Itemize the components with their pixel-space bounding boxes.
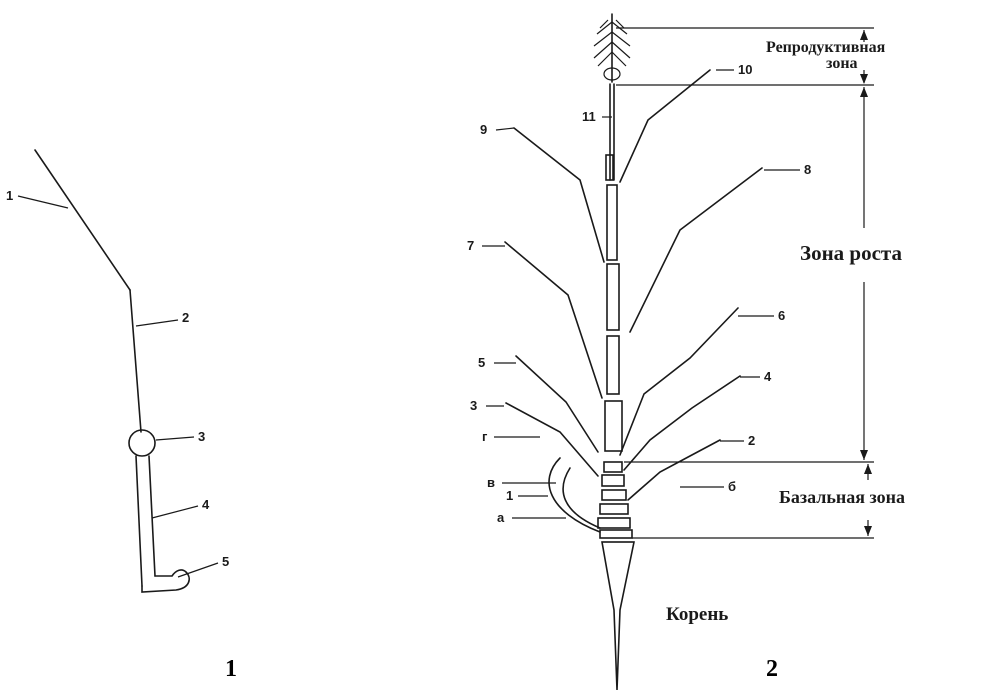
figure-1-caption: 1 bbox=[225, 656, 237, 682]
tube-right bbox=[149, 456, 155, 576]
leaf-blade bbox=[35, 150, 130, 290]
fig2-label-a: а bbox=[497, 510, 505, 525]
figure-2-caption: 2 bbox=[766, 656, 778, 682]
ear-spike bbox=[594, 14, 630, 82]
fig1-label-2: 2 bbox=[182, 310, 189, 325]
leader-1 bbox=[18, 196, 68, 208]
fig2-label-5: 5 bbox=[478, 355, 485, 370]
fig2-label-6: 6 bbox=[778, 308, 785, 323]
fig2-label-8: 8 bbox=[804, 162, 811, 177]
zone-root: Корень bbox=[666, 604, 728, 625]
fig1-label-3: 3 bbox=[198, 429, 205, 444]
fig2-label-g: г bbox=[482, 429, 488, 444]
leader-2 bbox=[136, 320, 178, 326]
fig2-label-1: 1 bbox=[506, 488, 513, 503]
fig2-label-10: 10 bbox=[738, 62, 752, 77]
fig2-label-11: 11 bbox=[582, 109, 596, 124]
tube-left bbox=[136, 456, 142, 586]
leaf-9 bbox=[514, 128, 604, 262]
figure-1-seedling: 1 2 3 4 5 bbox=[6, 150, 229, 592]
leaf-6 bbox=[620, 308, 738, 455]
leaf-4 bbox=[624, 376, 740, 470]
leader-3 bbox=[156, 437, 194, 440]
fig2-label-7: 7 bbox=[467, 238, 474, 253]
node-circle bbox=[129, 430, 155, 456]
seed-foot bbox=[142, 570, 189, 592]
zone-reproductive-line1: Репродуктивная bbox=[766, 39, 886, 56]
root-cone bbox=[602, 542, 634, 690]
fig2-label-4: 4 bbox=[764, 369, 772, 384]
fig2-label-3: 3 bbox=[470, 398, 477, 413]
zone-reproductive-line2: зона bbox=[826, 55, 858, 72]
stem bbox=[130, 290, 141, 432]
leaf-10 bbox=[620, 70, 710, 182]
fig1-label-1: 1 bbox=[6, 188, 13, 203]
figure-2-plant: 11 10 9 8 7 6 5 4 3 2 1 г в б а bbox=[467, 14, 905, 690]
leader-4 bbox=[152, 506, 198, 518]
fig2-label-2: 2 bbox=[748, 433, 755, 448]
internodes bbox=[598, 155, 632, 538]
leaf-8 bbox=[630, 168, 762, 332]
fig2-label-9: 9 bbox=[480, 122, 487, 137]
zone-basal: Базальная зона bbox=[779, 487, 905, 507]
fig1-label-4: 4 bbox=[202, 497, 210, 512]
zone-growth: Зона роста bbox=[800, 241, 903, 265]
fig2-label-b: б bbox=[728, 479, 736, 494]
fig1-label-5: 5 bbox=[222, 554, 229, 569]
fig2-label-v: в bbox=[487, 475, 495, 490]
leaf-7 bbox=[505, 242, 602, 398]
leaf-3 bbox=[506, 403, 598, 476]
